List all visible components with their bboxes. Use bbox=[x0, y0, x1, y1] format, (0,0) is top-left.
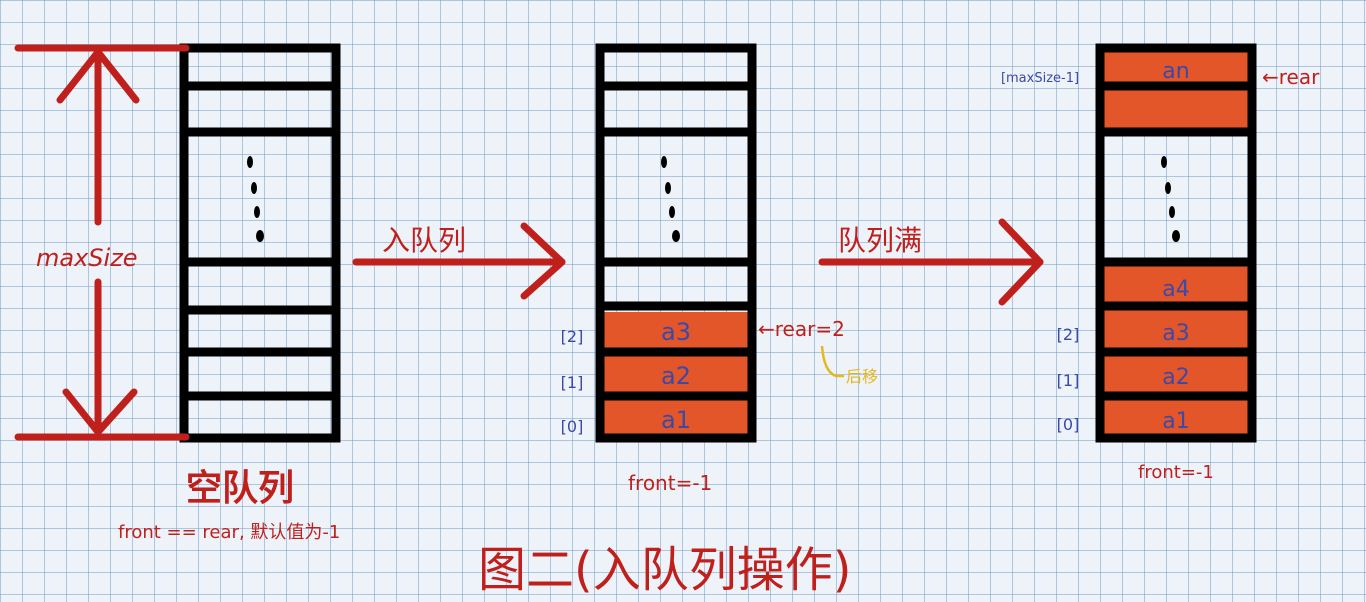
full-arrow bbox=[818, 218, 1044, 306]
full-arrow-label: 队列满 bbox=[838, 224, 922, 257]
full-queue-frame bbox=[1095, 43, 1257, 443]
ellipsis-dots bbox=[1161, 156, 1180, 242]
empty-queue-frame bbox=[179, 43, 341, 443]
index-label-1: [1] bbox=[561, 373, 584, 392]
cell-fill-a1 bbox=[602, 400, 750, 436]
cell-label-a1: a1 bbox=[1162, 409, 1189, 434]
full-front-label: front=-1 bbox=[1138, 462, 1214, 483]
rear-shift-hook bbox=[820, 345, 844, 378]
cell-fill-bottom-block bbox=[1104, 258, 1252, 436]
enqueue-arrow-label: 入队列 bbox=[382, 224, 466, 257]
cell-label-an: an bbox=[1162, 59, 1189, 84]
index-label-2: [2] bbox=[1057, 325, 1080, 344]
empty-queue-note: front == rear, 默认值为-1 bbox=[118, 522, 340, 543]
enqueue-queue: a3 a2 a1 [2] [1] [0] ←rear=2 后移 front=-1 bbox=[561, 43, 878, 495]
ellipsis-dots bbox=[247, 156, 264, 242]
cell-label-a2: a2 bbox=[1162, 365, 1189, 390]
cell-fill-a3 bbox=[602, 312, 750, 348]
enqueue-queue-frame bbox=[595, 43, 757, 443]
cell-label-a3: a3 bbox=[1162, 321, 1189, 346]
enqueue-arrow bbox=[352, 222, 566, 300]
cell-label-a3: a3 bbox=[661, 318, 691, 346]
index-label-maxsize-1: [maxSize-1] bbox=[1001, 71, 1079, 86]
full-rear-pointer-label: ←rear bbox=[1262, 65, 1320, 89]
empty-queue-title: 空队列 bbox=[186, 468, 294, 509]
rear-pointer-label: ←rear=2 bbox=[758, 317, 845, 341]
cell-fill-a2 bbox=[602, 356, 750, 392]
enqueue-front-label: front=-1 bbox=[628, 471, 712, 495]
maxsize-label: maxSize bbox=[36, 244, 138, 272]
rear-shift-note: 后移 bbox=[846, 367, 878, 386]
figure-caption: 图二(入队列操作) bbox=[478, 542, 851, 598]
cell-label-a1: a1 bbox=[661, 406, 691, 434]
full-queue: an [maxSize-1] ←rear a4 a3 a2 a1 [2] [1]… bbox=[1001, 43, 1320, 483]
index-label-1: [1] bbox=[1057, 371, 1080, 390]
empty-queue: maxSize 空队列 front == rear, 默认值为-1 bbox=[14, 43, 341, 543]
cell-label-a2: a2 bbox=[661, 362, 691, 390]
maxsize-dimension-arrow bbox=[14, 44, 190, 441]
index-label-0: [0] bbox=[1057, 415, 1080, 434]
index-label-0: [0] bbox=[561, 417, 584, 436]
ellipsis-dots bbox=[661, 156, 680, 242]
index-label-2: [2] bbox=[561, 327, 584, 346]
cell-label-a4: a4 bbox=[1162, 277, 1189, 302]
